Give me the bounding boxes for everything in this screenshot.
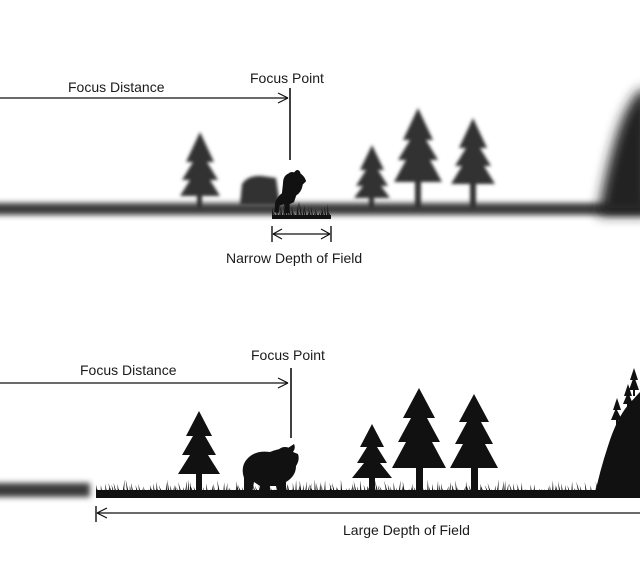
tree-icon (352, 424, 392, 492)
tree-icon (392, 388, 446, 492)
tree-icon (394, 108, 442, 208)
panel-large-dof (0, 368, 640, 522)
depth-of-field-arrow (271, 226, 332, 242)
focus-distance-arrow (0, 377, 289, 389)
focus-distance-arrow (0, 92, 289, 104)
depth-of-field-label: Large Depth of Field (343, 522, 470, 538)
tree-icon (178, 411, 220, 492)
tree-icon (450, 394, 498, 492)
panel-narrow-dof (0, 88, 640, 242)
hill-icon (594, 368, 640, 498)
depth-of-field-label: Narrow Depth of Field (226, 250, 363, 266)
bear-icon (274, 169, 307, 214)
rock-icon (240, 175, 280, 205)
grass-strip (96, 479, 640, 496)
tree-icon (180, 132, 220, 208)
focus-distance-label: Focus Distance (80, 362, 177, 378)
tree-icon (451, 118, 495, 208)
depth-of-field-arrow (95, 506, 640, 522)
focus-point-label: Focus Point (250, 70, 324, 86)
hill-icon (598, 90, 640, 215)
bear-icon (242, 444, 299, 496)
focus-point-label: Focus Point (251, 347, 325, 363)
blurred-ground (0, 483, 90, 497)
grass-strip (272, 201, 331, 219)
tree-icon (354, 145, 390, 208)
blurred-ground (0, 203, 640, 215)
focus-distance-label: Focus Distance (68, 79, 165, 95)
